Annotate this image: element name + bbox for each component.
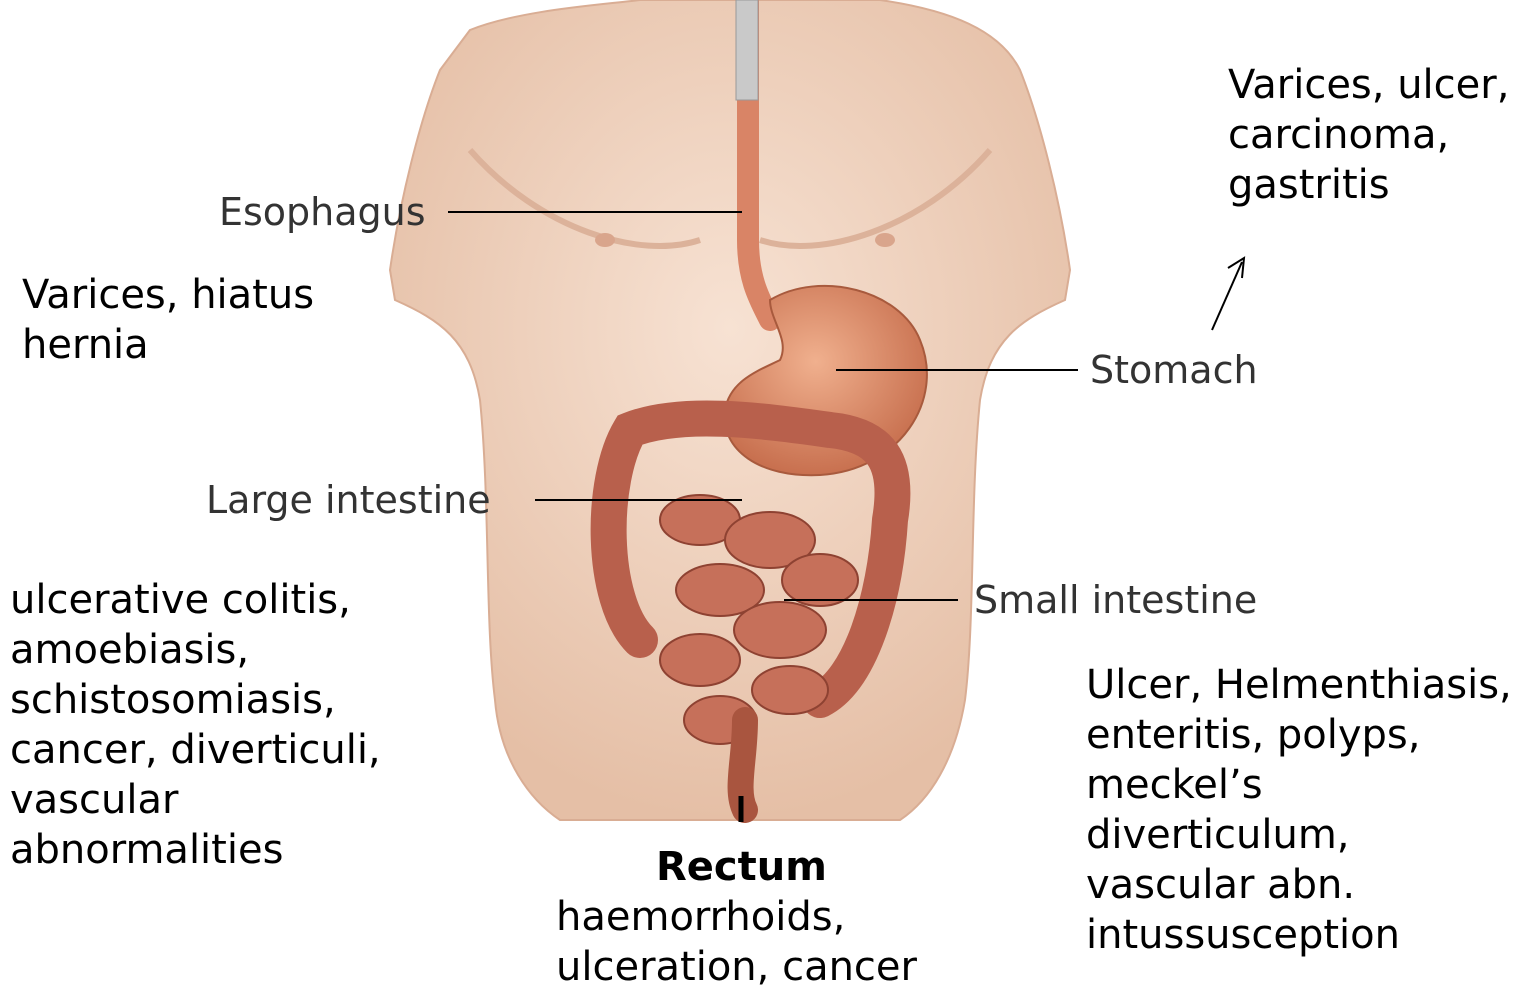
note-line: Varices, hiatus (22, 270, 314, 320)
note-line: Varices, ulcer, (1228, 60, 1509, 110)
note-line: amoebiasis, (10, 625, 381, 675)
tube (736, 0, 758, 100)
note-line: hernia (22, 320, 314, 370)
note-line: meckel’s (1086, 760, 1512, 810)
note-line: haemorrhoids, (556, 892, 917, 942)
note-small-intestine: Ulcer, Helmenthiasis, enteritis, polyps,… (1086, 660, 1512, 960)
label-small-intestine: Small intestine (974, 578, 1257, 622)
note-line: gastritis (1228, 160, 1509, 210)
note-stomach: Varices, ulcer, carcinoma, gastritis (1228, 60, 1509, 210)
note-line: ulceration, cancer (556, 942, 917, 992)
note-line: ulcerative colitis, (10, 575, 381, 625)
note-rectum: Rectum haemorrhoids, ulceration, cancer (556, 842, 917, 992)
note-line: Ulcer, Helmenthiasis, (1086, 660, 1512, 710)
note-large-intestine: ulcerative colitis, amoebiasis, schistos… (10, 575, 381, 875)
note-line: abnormalities (10, 825, 381, 875)
note-line: cancer, diverticuli, (10, 725, 381, 775)
note-line: schistosomiasis, (10, 675, 381, 725)
label-rectum: Rectum (556, 842, 917, 892)
note-line: vascular abn. (1086, 860, 1512, 910)
label-esophagus: Esophagus (219, 190, 426, 234)
note-line: enteritis, polyps, (1086, 710, 1512, 760)
nipple-right (875, 233, 895, 247)
note-line: diverticulum, (1086, 810, 1512, 860)
label-large-intestine: Large intestine (206, 478, 491, 522)
note-line: intussusception (1086, 910, 1512, 960)
nipple-left (595, 233, 615, 247)
label-stomach: Stomach (1090, 348, 1258, 392)
note-line: carcinoma, (1228, 110, 1509, 160)
note-line: vascular (10, 775, 381, 825)
note-esophagus: Varices, hiatus hernia (22, 270, 314, 370)
